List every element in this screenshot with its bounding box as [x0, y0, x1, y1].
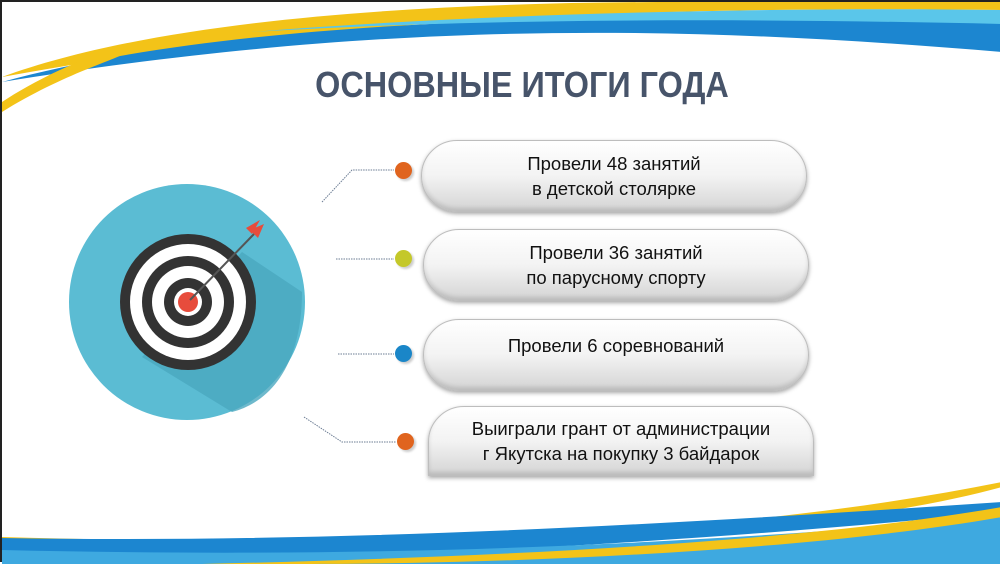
result-item-3: Провели 6 соревнований — [423, 319, 809, 391]
item-line: в детской столярке — [531, 178, 697, 199]
result-item-4: Выиграли грант от администрации г Якутска… — [428, 406, 814, 476]
bullet-dot-4 — [397, 433, 414, 450]
item-line: Выиграли грант от администрации — [471, 418, 771, 439]
bullet-dot-1 — [395, 162, 412, 179]
item-line: по парусному спорту — [526, 267, 706, 288]
bullet-dot-3 — [395, 345, 412, 362]
bottom-swoosh — [2, 482, 1000, 564]
top-swoosh — [2, 2, 1000, 112]
item-line: г Якутска на покупку 3 байдарок — [482, 443, 760, 464]
bullet-dot-2 — [395, 250, 412, 267]
item-line: Провели 48 занятий — [527, 153, 701, 174]
result-item-1: Провели 48 занятий в детской столярке — [421, 140, 807, 212]
slide-title: ОСНОВНЫЕ ИТОГИ ГОДА — [315, 64, 729, 105]
result-item-2: Провели 36 занятий по парусному спорту — [423, 229, 809, 301]
item-line: Провели 36 занятий — [529, 242, 703, 263]
item-line: Провели 6 соревнований — [507, 335, 725, 356]
connector-lines — [303, 169, 396, 443]
target-icon — [69, 184, 305, 420]
